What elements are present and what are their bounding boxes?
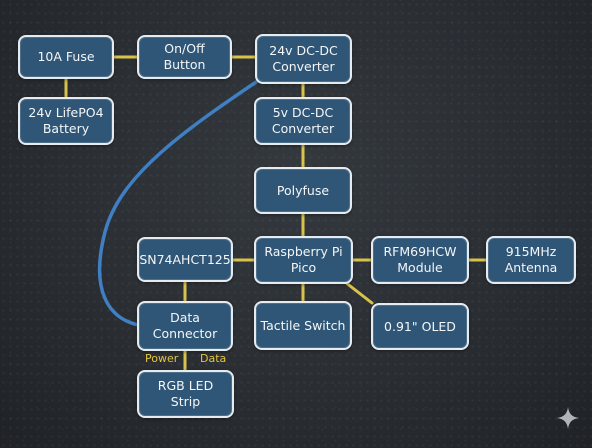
power-curve xyxy=(97,76,264,327)
onoff-label: On/Off Button xyxy=(163,41,206,72)
oled-box: 0.91" OLED xyxy=(371,303,469,350)
dcdc24-box: 24v DC-DC Converter xyxy=(255,34,352,84)
sn74-label: SN74AHCT125 xyxy=(139,251,231,267)
fuse-box: 10A Fuse xyxy=(18,35,114,79)
power-wire-label: Power xyxy=(145,352,179,365)
sparkle-icon xyxy=(557,407,579,429)
dcdc24-label: 24v DC-DC Converter xyxy=(269,43,338,74)
battery-box: 24v LifePO4 Battery xyxy=(18,97,114,145)
battery-label: 24v LifePO4 Battery xyxy=(28,105,104,136)
pico-label: Raspberry Pi Pico xyxy=(264,244,343,275)
led-strip-box: RGB LED Strip xyxy=(137,370,234,418)
tactile-switch-box: Tactile Switch xyxy=(254,301,352,350)
antenna-box: 915MHz Antenna xyxy=(486,236,576,284)
wire-pico-oled xyxy=(343,280,374,305)
antenna-label: 915MHz Antenna xyxy=(504,244,558,275)
oled-label: 0.91" OLED xyxy=(384,318,456,334)
rfm-label: RFM69HCW Module xyxy=(383,244,457,275)
pico-box: Raspberry Pi Pico xyxy=(254,236,353,284)
dcdc5-box: 5v DC-DC Converter xyxy=(254,97,352,145)
rfm-box: RFM69HCW Module xyxy=(371,236,469,284)
polyfuse-label: Polyfuse xyxy=(276,182,330,198)
polyfuse-box: Polyfuse xyxy=(254,167,352,214)
tactile-label: Tactile Switch xyxy=(260,317,346,333)
data-connector-label: Data Connector xyxy=(152,310,218,341)
sn74-box: SN74AHCT125 xyxy=(137,237,233,282)
data-connector-box: Data Connector xyxy=(137,301,233,351)
led-strip-label: RGB LED Strip xyxy=(157,378,214,409)
fuse-label: 10A Fuse xyxy=(37,49,95,65)
data-wire-label: Data xyxy=(200,352,227,365)
dcdc5-label: 5v DC-DC Converter xyxy=(271,105,335,136)
onoff-button-box: On/Off Button xyxy=(137,35,232,79)
